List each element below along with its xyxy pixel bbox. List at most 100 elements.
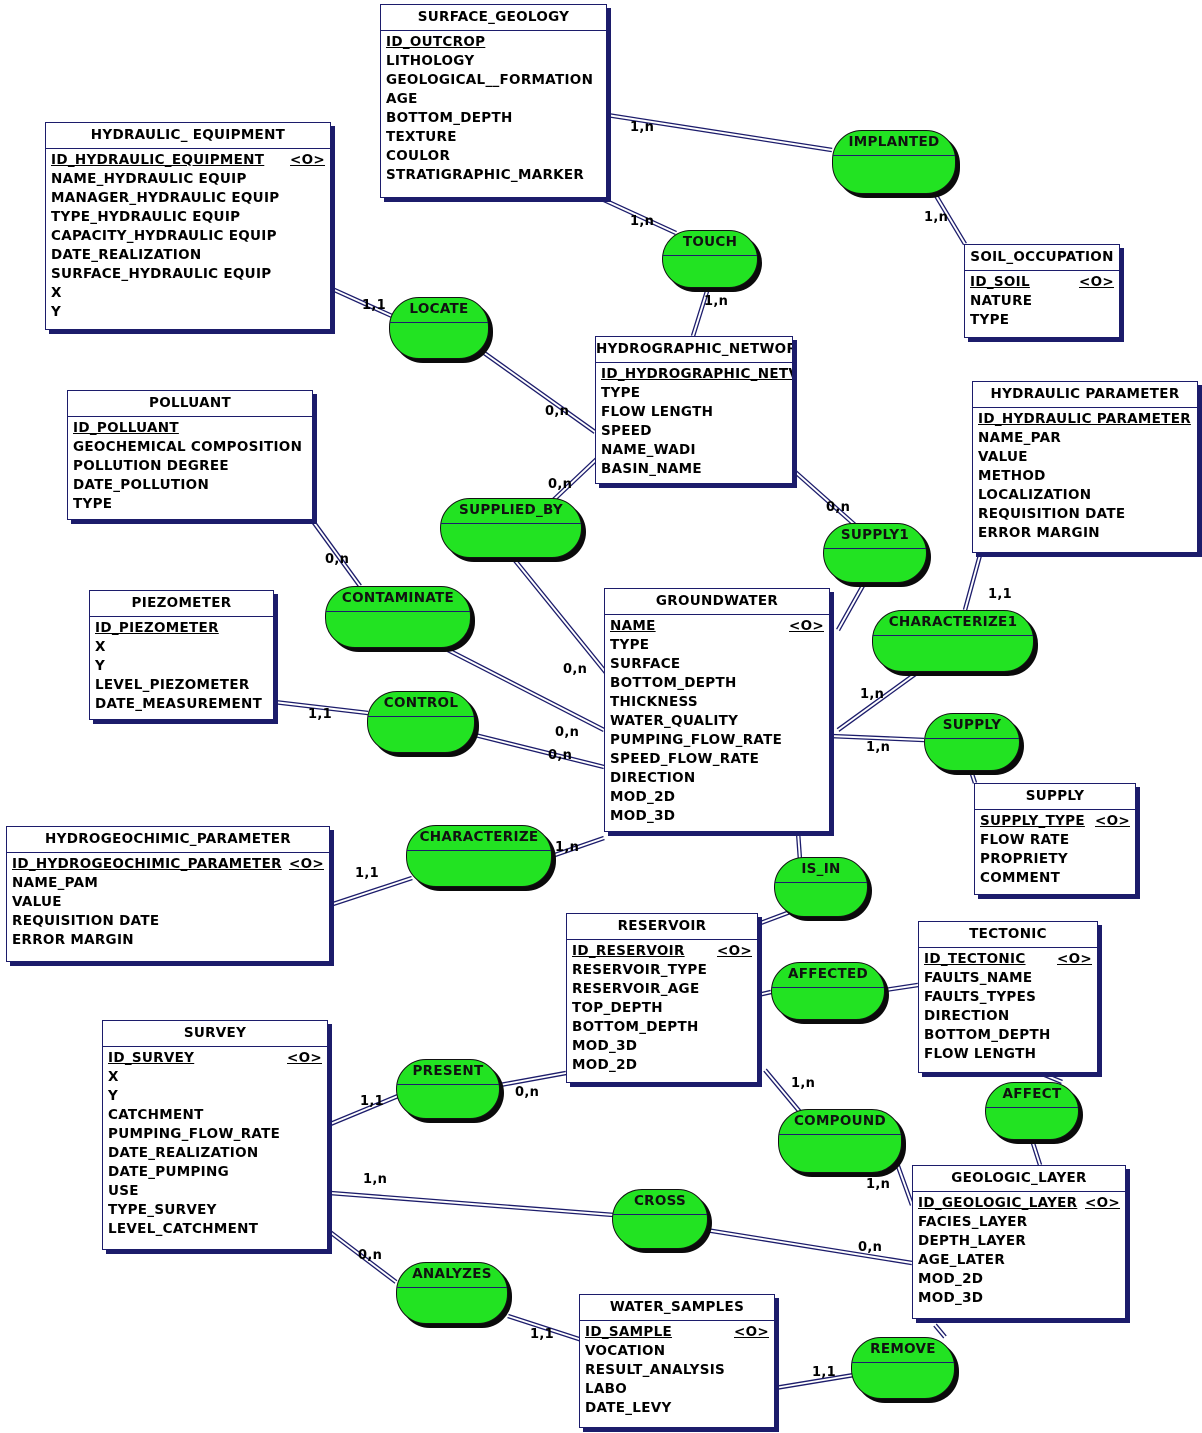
attribute: DATE_PUMPING [108,1163,322,1182]
link-groundwater-control [474,732,605,770]
relationship-characterize1[interactable]: CHARACTERIZE1 [872,610,1034,672]
attribute-name: PROPRIETY [980,851,1068,867]
attribute: AGE_LATER [918,1251,1120,1270]
identifier-tag: <O> [1057,951,1092,967]
relationship-affect[interactable]: AFFECT [985,1082,1079,1140]
relationship-remove[interactable]: REMOVE [851,1337,955,1399]
entity-title: SOIL_OCCUPATION [965,245,1119,271]
relationship-divider [852,1362,954,1363]
relationship-present[interactable]: PRESENT [396,1059,500,1119]
relationship-cross[interactable]: CROSS [612,1189,708,1249]
attribute-name: ID_POLLUANT [73,420,179,436]
relationship-divider [397,1287,507,1288]
attribute-name: TYPE [601,385,641,401]
attribute: BOTTOM_DEPTH [572,1018,752,1037]
primary-key-attribute: ID_HYDROGRAPHIC_NETV [601,365,792,384]
relationship-supplied-by[interactable]: SUPPLIED_BY [440,498,582,558]
entity-title: RESERVOIR [567,914,757,940]
relationship-characterize[interactable]: CHARACTERIZE [406,825,552,887]
primary-key-attribute: SUPPLY_TYPE<O> [980,812,1130,831]
attribute: METHOD [978,467,1192,486]
cardinality-label: 1,n [866,740,891,755]
primary-key-attribute: ID_SOIL<O> [970,273,1114,292]
attribute-name: AGE [386,91,418,107]
relationship-divider [397,1084,499,1085]
attribute-name: ID_HYDRAULIC_EQUIPMENT [51,152,265,168]
relationship-supply-rel[interactable]: SUPPLY [924,713,1020,771]
attribute: Y [108,1087,322,1106]
relationship-control[interactable]: CONTROL [367,691,475,753]
attribute-name: DATE_MEASUREMENT [95,696,263,712]
link-survey-present [327,1093,399,1128]
attribute: THICKNESS [610,693,824,712]
identifier-tag: <O> [734,1324,769,1340]
entity-title: SUPPLY [975,784,1135,810]
attribute-name: LEVEL_PIEZOMETER [95,677,250,693]
attribute: BASIN_NAME [601,460,787,479]
relationship-contaminate[interactable]: CONTAMINATE [325,586,471,648]
link-hydrogeochimic_parameter-characterize [329,875,413,908]
relationship-label: CHARACTERIZE1 [888,614,1018,630]
attribute-name: BOTTOM_DEPTH [610,675,737,691]
relationship-is-in[interactable]: IS_IN [774,857,868,917]
attribute: SURFACE [610,655,824,674]
attribute-name: MOD_3D [610,808,676,824]
relationship-locate[interactable]: LOCATE [389,297,489,359]
link-groundwater-is_in [795,831,803,861]
link-hydrographic_network-locate [478,348,597,434]
relationship-label: CONTROL [383,695,459,711]
attribute: AGE [386,90,601,109]
relationship-label: SUPPLY [942,717,1002,733]
relationship-affected[interactable]: AFFECTED [771,962,885,1020]
attribute: MOD_2D [918,1270,1120,1289]
attribute: VALUE [12,893,324,912]
attribute-name: FLOW RATE [980,832,1070,848]
relationship-implanted[interactable]: IMPLANTED [832,130,956,194]
relationship-label: COMPOUND [793,1113,887,1129]
attribute-name: SUPPLY_TYPE [980,813,1085,829]
attribute: NATURE [970,292,1114,311]
relationship-divider [326,611,470,612]
link-surface_geology-touch [603,197,677,236]
attribute: PROPRIETY [980,850,1130,869]
attribute: SPEED_FLOW_RATE [610,750,824,769]
relationship-touch[interactable]: TOUCH [662,230,758,288]
link-hydrographic_network-touch [690,287,711,337]
cardinality-label: 1,1 [362,298,386,313]
link-geologic_layer-remove [933,1323,947,1339]
relationship-label: TOUCH [682,234,738,250]
attribute-name: MOD_2D [572,1057,638,1073]
attribute-name: NAME [610,618,656,634]
relationship-analyzes[interactable]: ANALYZES [396,1262,508,1324]
entity-title: GEOLOGIC_LAYER [913,1166,1125,1192]
cardinality-label: 0,n [548,748,573,763]
attribute-name: PUMPING_FLOW_RATE [108,1126,281,1142]
relationship-divider [772,987,884,988]
attribute: FAULTS_NAME [924,969,1092,988]
relationship-supply1[interactable]: SUPPLY1 [823,523,927,583]
relationship-label: PRESENT [412,1063,484,1079]
link-water_samples-remove [774,1372,855,1391]
attribute: FLOW RATE [980,831,1130,850]
attribute: DATE_REALIZATION [51,246,325,265]
relationship-compound[interactable]: COMPOUND [778,1109,902,1173]
link-surface_geology-implanted [606,112,833,153]
cardinality-label: 0,n [858,1240,883,1255]
